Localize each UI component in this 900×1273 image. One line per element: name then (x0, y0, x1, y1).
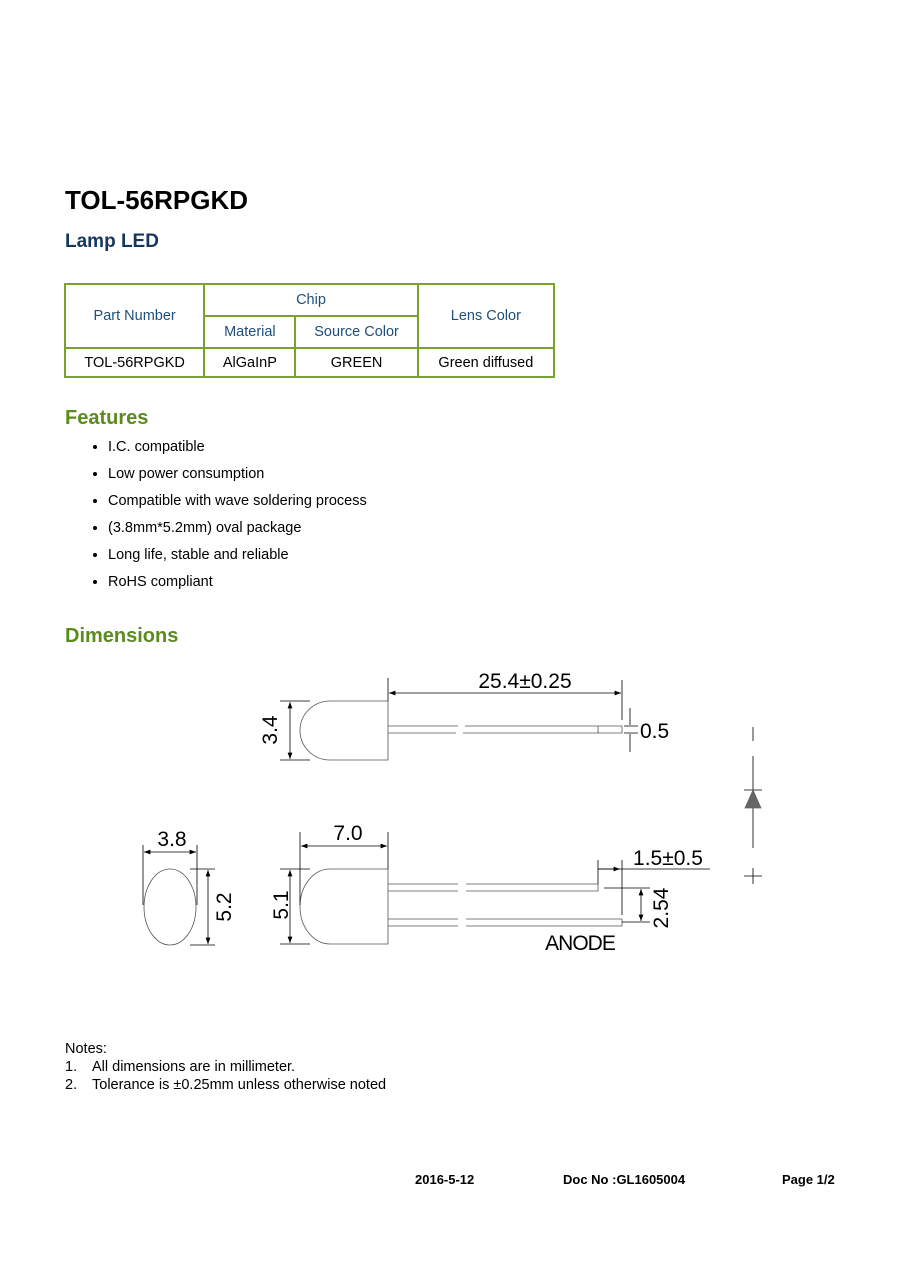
list-item: RoHS compliant (108, 571, 367, 598)
cell-material: AlGaInP (203, 347, 297, 378)
features-heading: Features (65, 407, 149, 429)
dim-height-front: 5.2 (213, 892, 236, 921)
notes: Notes: 1. All dimensions are in millimete… (65, 1040, 386, 1094)
note-number: 2. (65, 1077, 78, 1093)
dim-body-length: 7.0 (333, 822, 362, 845)
page-subtitle: Lamp LED (65, 231, 159, 252)
header-material: Material (203, 315, 297, 349)
note-item: 2. Tolerance is ±0.25mm unless otherwise … (65, 1076, 386, 1094)
dim-lead-offset: 1.5±0.5 (633, 847, 703, 870)
dim-width-front: 3.8 (157, 828, 186, 851)
dimensions-heading: Dimensions (65, 625, 179, 647)
header-chip: Chip (203, 283, 419, 317)
note-text: Tolerance is ±0.25mm unless otherwise no… (92, 1077, 387, 1093)
footer-date: 2016-5-12 (415, 1172, 475, 1187)
top-view (299, 700, 623, 761)
dim-height-side: 5.1 (270, 890, 293, 919)
note-number: 1. (65, 1059, 78, 1075)
page-title: TOL-56RPGKD (65, 185, 248, 215)
note-item: 1. All dimensions are in millimeter. (65, 1058, 386, 1076)
front-view (142, 845, 215, 946)
cell-source-color: GREEN (294, 347, 419, 378)
footer-page: Page 1/2 (782, 1172, 835, 1187)
dim-lead-width: 0.5 (640, 720, 669, 743)
note-text: All dimensions are in millimeter. (92, 1059, 296, 1075)
header-part-number: Part Number (63, 283, 206, 349)
list-item: (3.8mm*5.2mm) oval package (108, 517, 367, 544)
features-list: I.C. compatible Low power consumption Co… (90, 436, 367, 598)
list-item: Long life, stable and reliable (108, 544, 367, 571)
list-item: Compatible with wave soldering process (108, 490, 367, 517)
side-view (299, 868, 623, 945)
part-table: Part Number Chip Lens Color Material Sou… (63, 283, 556, 378)
header-source-color: Source Color (294, 315, 419, 349)
table-row: TOL-56RPGKD AlGaInP GREEN Green diffused (63, 347, 556, 378)
list-item: Low power consumption (108, 463, 367, 490)
notes-heading: Notes: (65, 1041, 107, 1057)
diode-symbol-icon (744, 727, 762, 884)
header-lens-color: Lens Color (416, 283, 556, 349)
list-item: I.C. compatible (108, 436, 367, 463)
footer-doc-no: Doc No :GL1605004 (563, 1172, 686, 1187)
dim-height-top: 3.4 (259, 715, 282, 745)
cell-lens-color: Green diffused (416, 347, 556, 378)
cell-part-number: TOL-56RPGKD (63, 347, 206, 378)
anode-label: ANODE (545, 932, 616, 955)
dim-lead-pitch: 2.54 (650, 887, 673, 928)
dim-lead-length: 25.4±0.25 (478, 670, 571, 693)
